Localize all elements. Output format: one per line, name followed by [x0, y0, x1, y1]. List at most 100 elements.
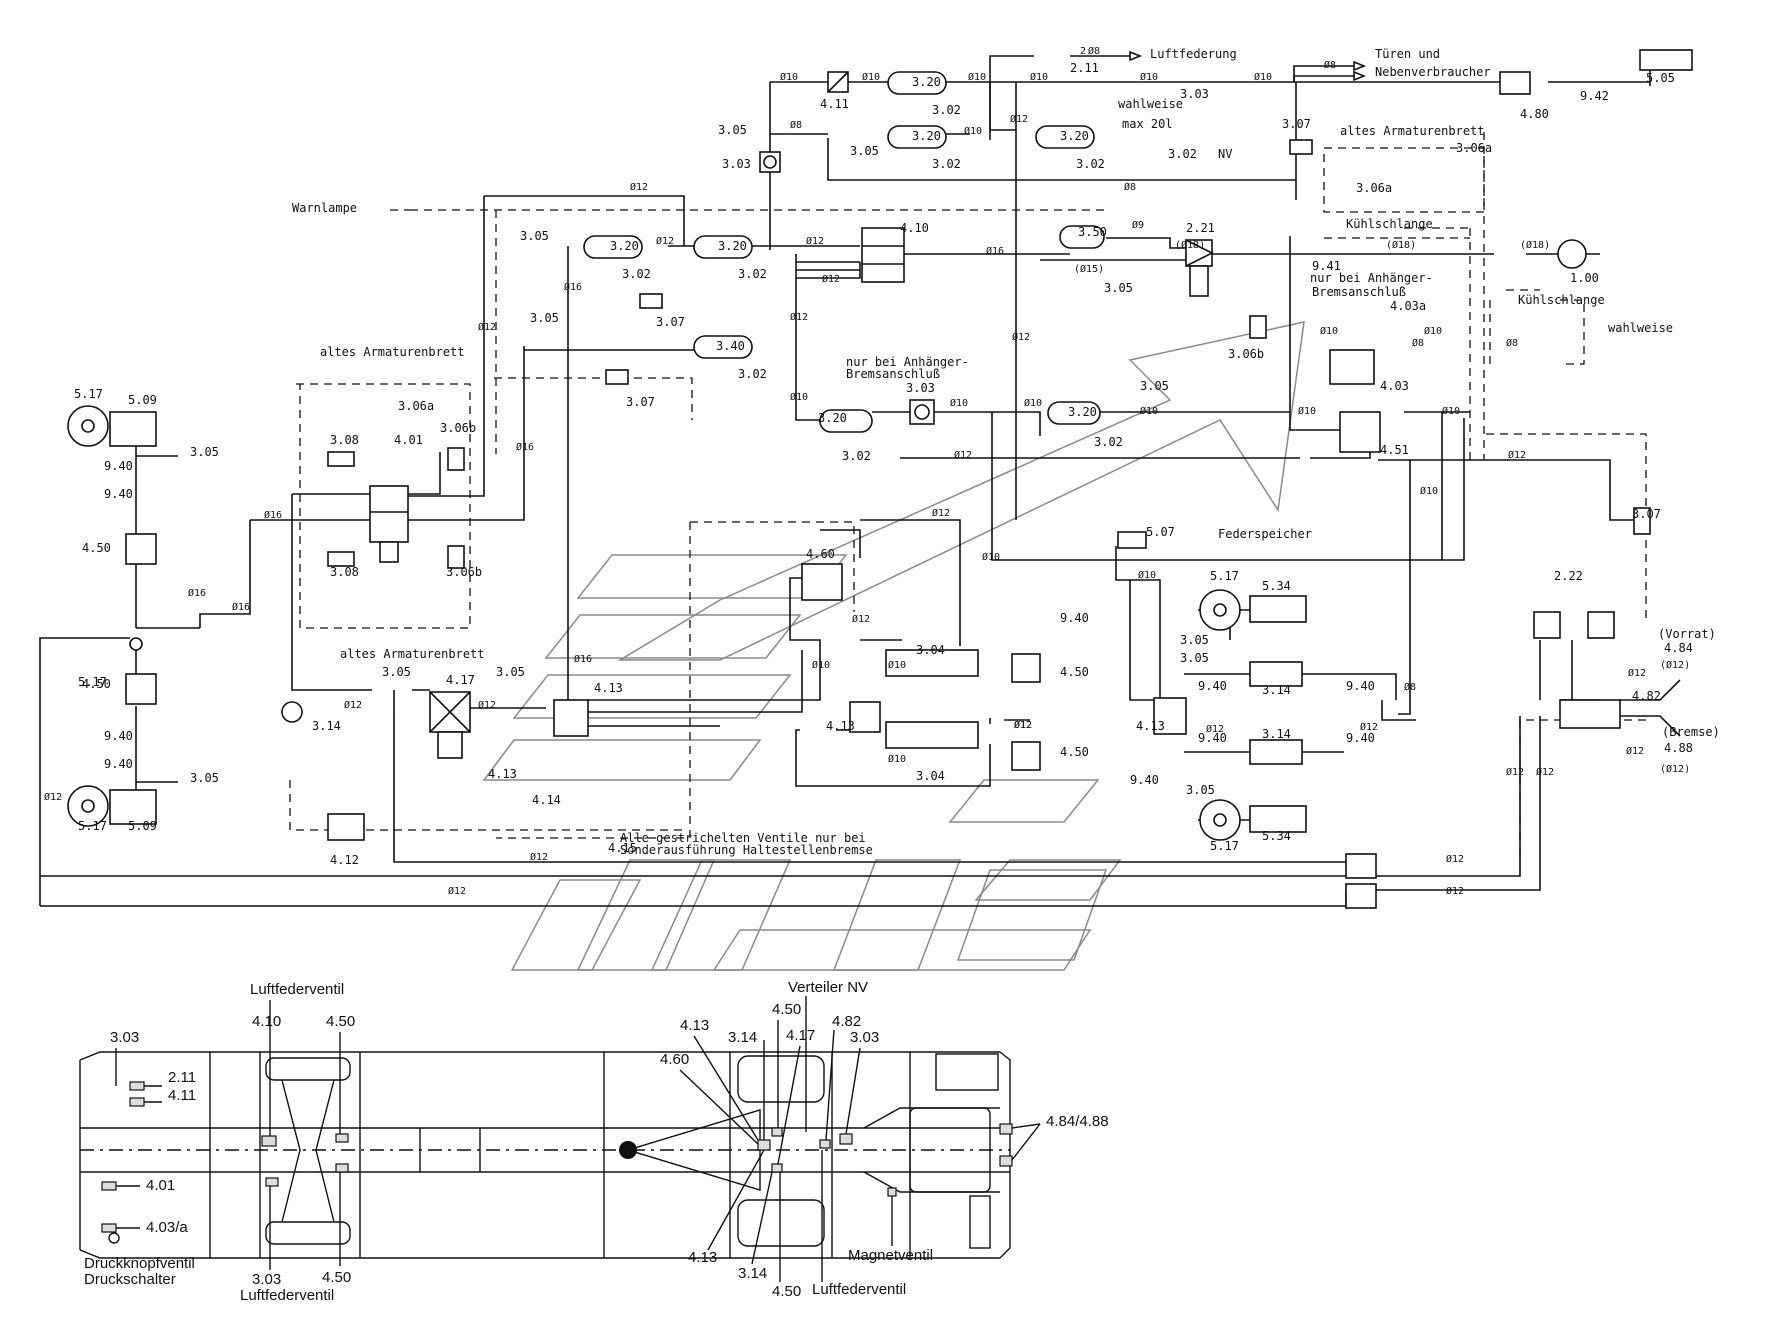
components: [67, 49, 1693, 909]
annotation-kuehl2: Kühlschlange: [1518, 293, 1605, 307]
pipe-label-46: Ø16: [232, 601, 250, 613]
relay-valve-icon-413a: [553, 699, 589, 737]
component-label-c302d: 3.02: [1168, 147, 1197, 161]
plan-label-p-460: 4.60: [660, 1051, 689, 1068]
engine-icon: [909, 1107, 991, 1193]
plan-label-p-magnet: Magnetventil: [848, 1247, 933, 1264]
pipe-label-34: Ø10: [950, 397, 968, 409]
annotation-wahlweise1: wahlweise: [1118, 97, 1183, 111]
component-label-c307a: 3.07: [1282, 117, 1311, 131]
compressor-icon-100: [1557, 239, 1587, 269]
annotation-nurbei1a: nur bei Anhänger-: [1310, 271, 1433, 285]
check-valve-icon-314a: [1249, 661, 1303, 687]
pipe-label-37: Ø10: [1298, 405, 1316, 417]
plan-label-p-484: 4.84/4.88: [1046, 1113, 1109, 1130]
plan-label-p-417: 4.17: [786, 1027, 815, 1044]
component-label-c410: 4.10: [900, 221, 929, 235]
watermark-logo: [482, 321, 1305, 971]
plan-label-p-303-r: 3.03: [850, 1029, 879, 1046]
cylinder-icon-509a: [109, 411, 157, 447]
valve-icon-450b: [1011, 653, 1041, 683]
annotation-nurbei1b: Bremsanschluß: [1312, 285, 1406, 299]
plan-label-p-luftfeder-bot: Luftfederventil: [240, 1287, 334, 1304]
annotation-luftfederung: Luftfederung: [1150, 47, 1237, 61]
component-label-c302a: 3.02: [932, 103, 961, 117]
component-label-c305c: 3.05: [520, 229, 549, 243]
pipe-label-1: Ø10: [862, 71, 880, 83]
pipe-label-6: Ø8: [1088, 45, 1100, 57]
valve-icon-306b3: [447, 545, 465, 569]
component-label-c509b: 5.09: [128, 819, 157, 833]
component-label-c401: 4.01: [394, 433, 423, 447]
valve-icon-306b2: [447, 447, 465, 471]
component-label-c306a2: 3.06a: [1356, 181, 1392, 195]
valve-icon-307a: [1289, 139, 1313, 155]
component-label-c314b: 3.14: [312, 719, 341, 733]
annotation-nurbei2a: nur bei Anhänger-: [846, 355, 969, 369]
plan-label-p-401: 4.01: [146, 1177, 175, 1194]
component-label-c303b: 3.03: [1180, 87, 1209, 101]
valve-icon-451: [1339, 411, 1381, 453]
pipe-label-2: Ø10: [968, 71, 986, 83]
component-label-c482: 4.82: [1632, 689, 1661, 703]
annotation-altes3: altes Armaturenbrett: [340, 647, 485, 661]
annotation-wahlweise2: wahlweise: [1608, 321, 1673, 335]
component-label-c488: 4.88: [1664, 741, 1693, 755]
component-label-c305j: 3.05: [190, 771, 219, 785]
plan-label-p-450-mid: 4.50: [772, 1001, 801, 1018]
component-label-c417: 4.17: [446, 673, 475, 687]
pipe-network: [39, 50, 1681, 907]
pipe-label-36: Ø10: [1140, 405, 1158, 417]
component-label-c517a: 5.17: [74, 387, 103, 401]
pipe-label-13: Ø12: [630, 181, 648, 193]
component-label-c305f: 3.05: [1140, 379, 1169, 393]
component-label-c314c: 3.14: [1262, 727, 1291, 741]
component-label-c100: 1.00: [1570, 271, 1599, 285]
component-label-c940d: 9.40: [1198, 679, 1227, 693]
pipe-label-52: Ø10: [888, 659, 906, 671]
component-label-c307b: 3.07: [656, 315, 685, 329]
relay-valve-icon-413c: [1153, 697, 1187, 735]
annotation-note1: Alle gestrichelten Ventile nur bei: [620, 831, 866, 845]
valve-icon-403a: [1329, 349, 1375, 385]
component-label-c415: 4.15: [608, 841, 637, 855]
pipe-label-47: Ø12: [852, 613, 870, 625]
plan-label-p-druck2: Druckschalter: [84, 1271, 176, 1288]
component-label-c350: 3.50: [1078, 225, 1107, 239]
pipe-label-49: Ø12: [478, 699, 496, 711]
valve-icon-308a: [327, 451, 355, 467]
pipe-label-19: Ø12: [478, 321, 496, 333]
dashed-option-frames: [289, 132, 1647, 876]
reservoir-icon-320c: [1035, 125, 1095, 149]
reservoir-icon-320e: [693, 235, 753, 259]
pipe-label-60: Ø12: [1626, 745, 1644, 757]
component-label-c940c: 9.40: [1060, 611, 1089, 625]
pipe-label-65: Ø12: [530, 851, 548, 863]
component-label-c320c: 3.20: [1060, 129, 1089, 143]
component-label-c340: 3.40: [716, 339, 745, 353]
pipe-label-66: Ø12: [448, 885, 466, 897]
component-label-c306b2: 3.06b: [440, 421, 476, 435]
component-label-c940b: 9.40: [104, 487, 133, 501]
component-label-c211: 2.11: [1070, 61, 1099, 75]
component-label-c940e: 9.40: [1346, 679, 1375, 693]
plan-label-p-303-bot: 3.03: [252, 1271, 281, 1288]
component-label-c222: 2.22: [1554, 569, 1583, 583]
pipe-label-12: Ø8: [1124, 181, 1136, 193]
chassis-plan-view: [79, 996, 1041, 1282]
pipe-label-29: Ø10: [1320, 325, 1338, 337]
pipe-label-32: Ø10: [1424, 325, 1442, 337]
component-label-c305g: 3.05: [190, 445, 219, 459]
annotation-warnlampe: Warnlampe: [292, 201, 357, 215]
component-label-c403a: 4.03a: [1390, 299, 1426, 313]
pipe-label-43: Ø10: [982, 551, 1000, 563]
annotation-note2: Sonderausführung Haltestellenbremse: [620, 843, 873, 857]
plan-label-p-482: 4.82: [832, 1013, 861, 1030]
component-label-c305a: 3.05: [718, 123, 747, 137]
plan-label-p-druck1: Druckknopfventil: [84, 1255, 195, 1272]
pipe-label-39: Ø12: [954, 449, 972, 461]
annotation-vorrat: (Vorrat): [1658, 627, 1716, 641]
valve-icon-412: [327, 813, 365, 841]
component-label-c451: 4.51: [1380, 443, 1409, 457]
